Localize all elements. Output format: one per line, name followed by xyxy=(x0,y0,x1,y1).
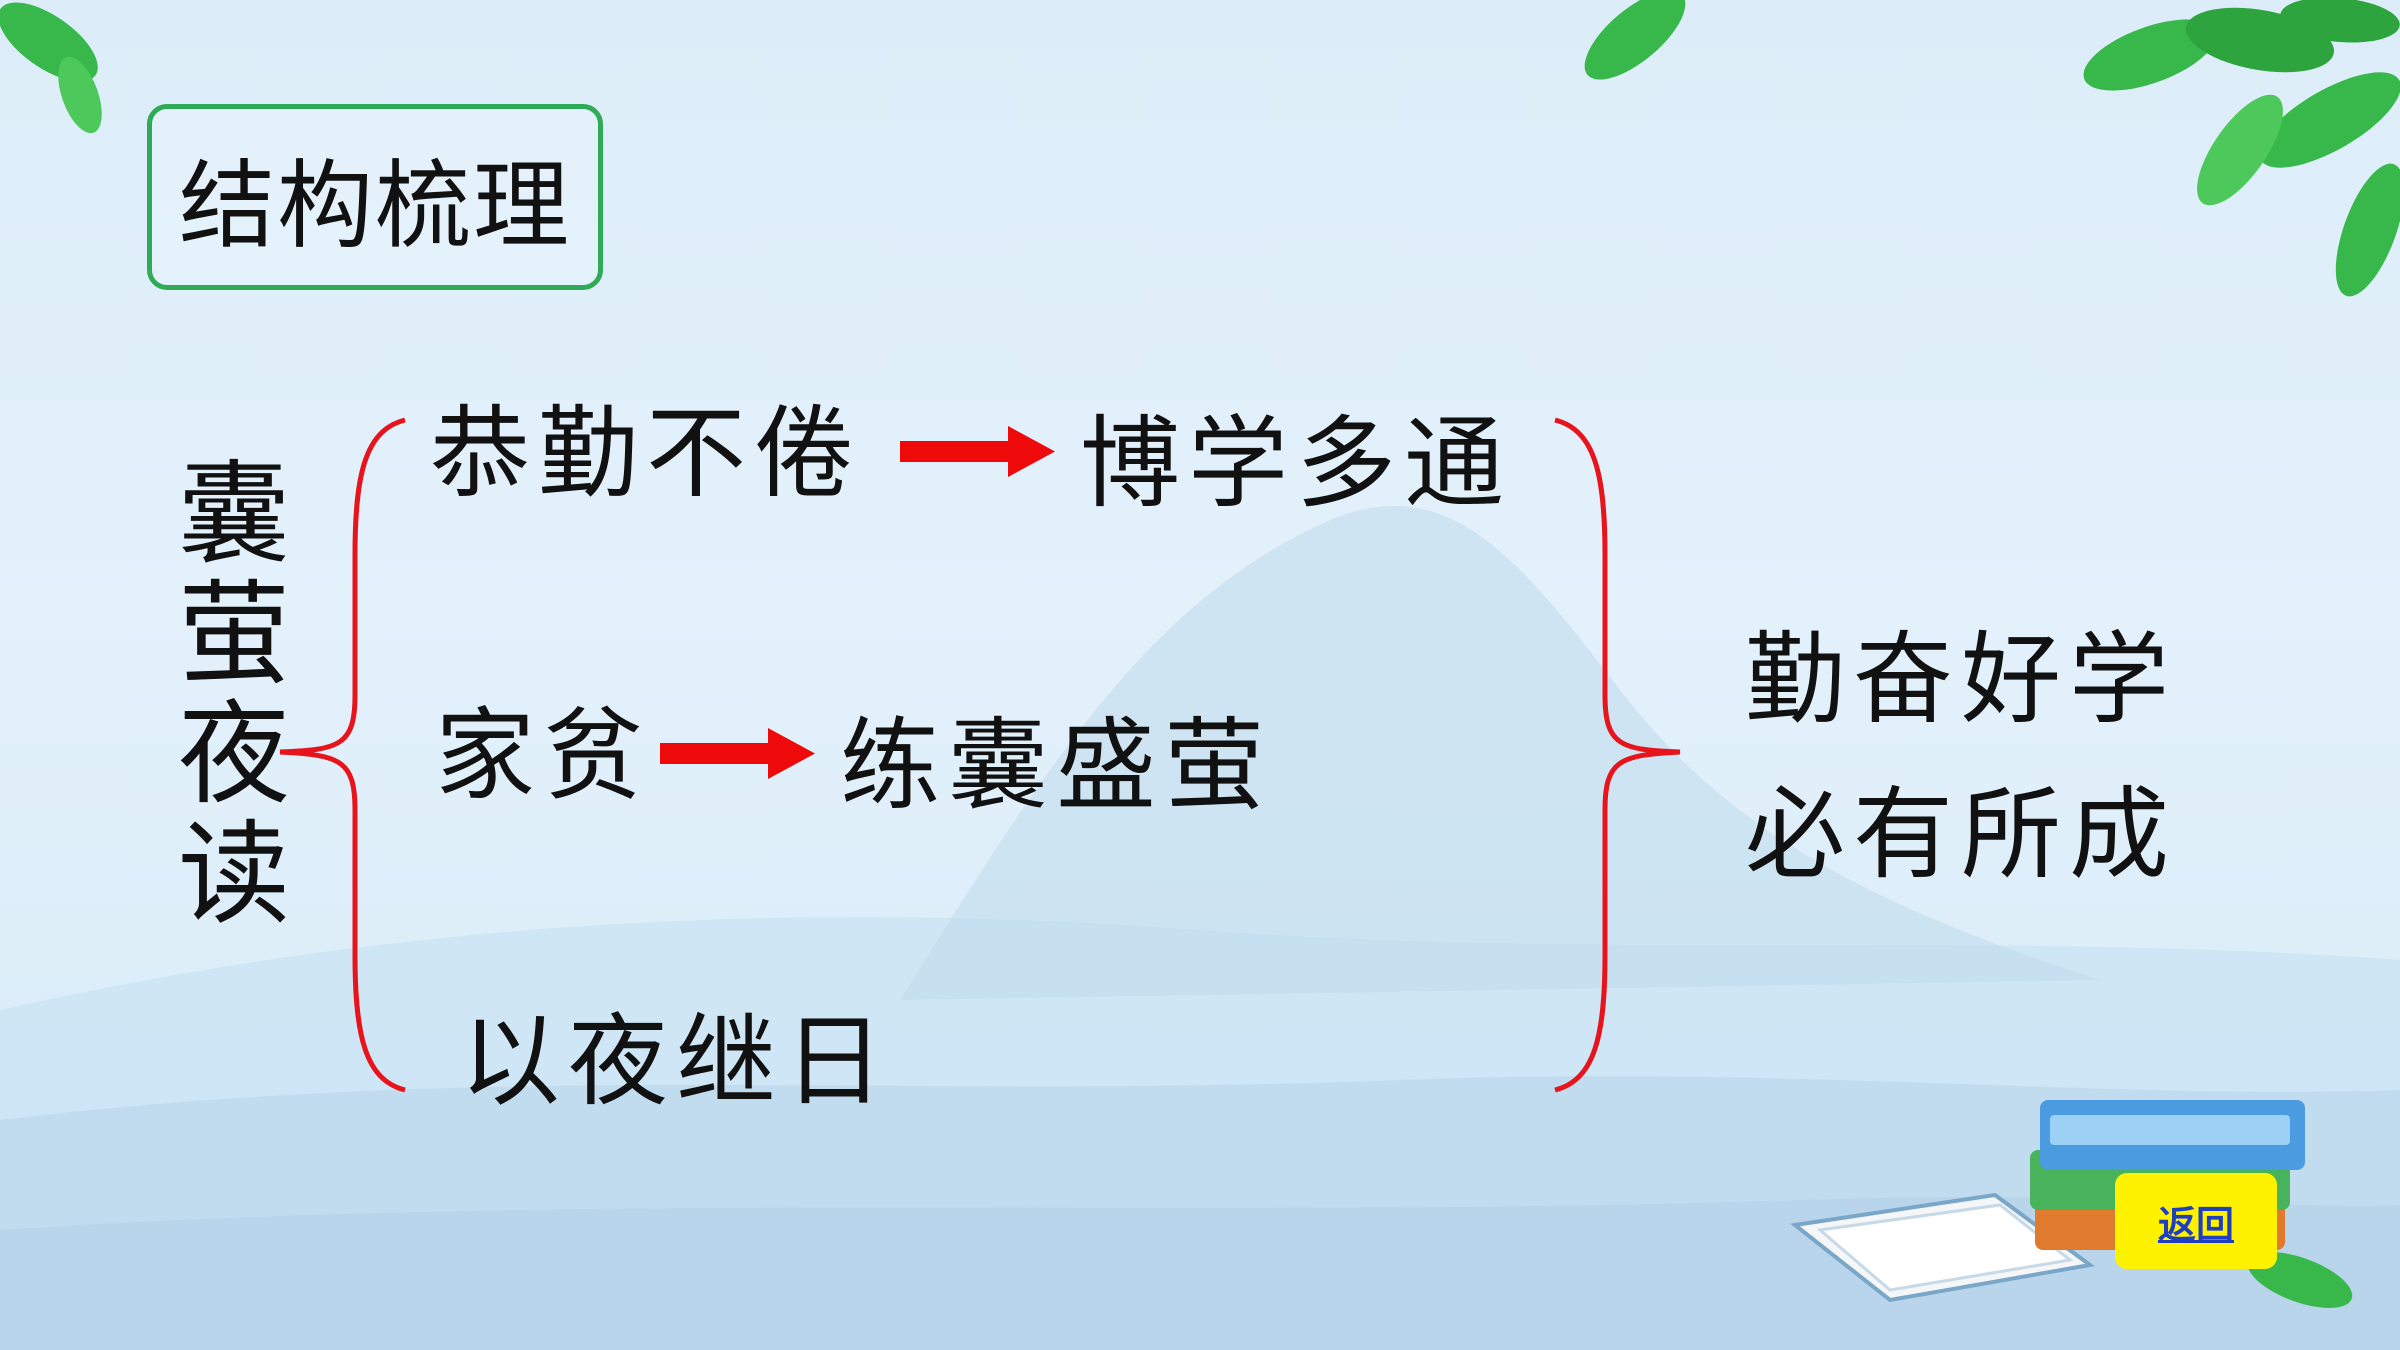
branch-result-2: 练囊盛萤 xyxy=(840,707,1272,824)
conclusion-line-2: 必有所成 xyxy=(1745,776,2177,893)
arrow-icon xyxy=(900,426,1055,477)
topic-vertical-text: 囊萤夜读 xyxy=(178,450,290,940)
title-box: 结构梳理 xyxy=(147,104,603,290)
right-brace xyxy=(1554,417,1681,1093)
branch-cause-2: 家贫 xyxy=(435,697,651,814)
arrow-icon xyxy=(660,728,815,779)
branch-cause-1: 恭勤不倦 xyxy=(430,395,862,512)
page-title: 结构梳理 xyxy=(179,149,571,262)
leaf-icon xyxy=(0,0,2400,1308)
return-button-label: 返回 xyxy=(2157,1202,2234,1247)
return-button[interactable]: 返回 xyxy=(2115,1173,2277,1269)
branch-result-1: 博学多通 xyxy=(1080,405,1512,522)
conclusion-line-1: 勤奋好学 xyxy=(1745,621,2177,738)
branch-cause-3: 以夜继日 xyxy=(460,1003,892,1120)
left-brace xyxy=(279,417,406,1093)
